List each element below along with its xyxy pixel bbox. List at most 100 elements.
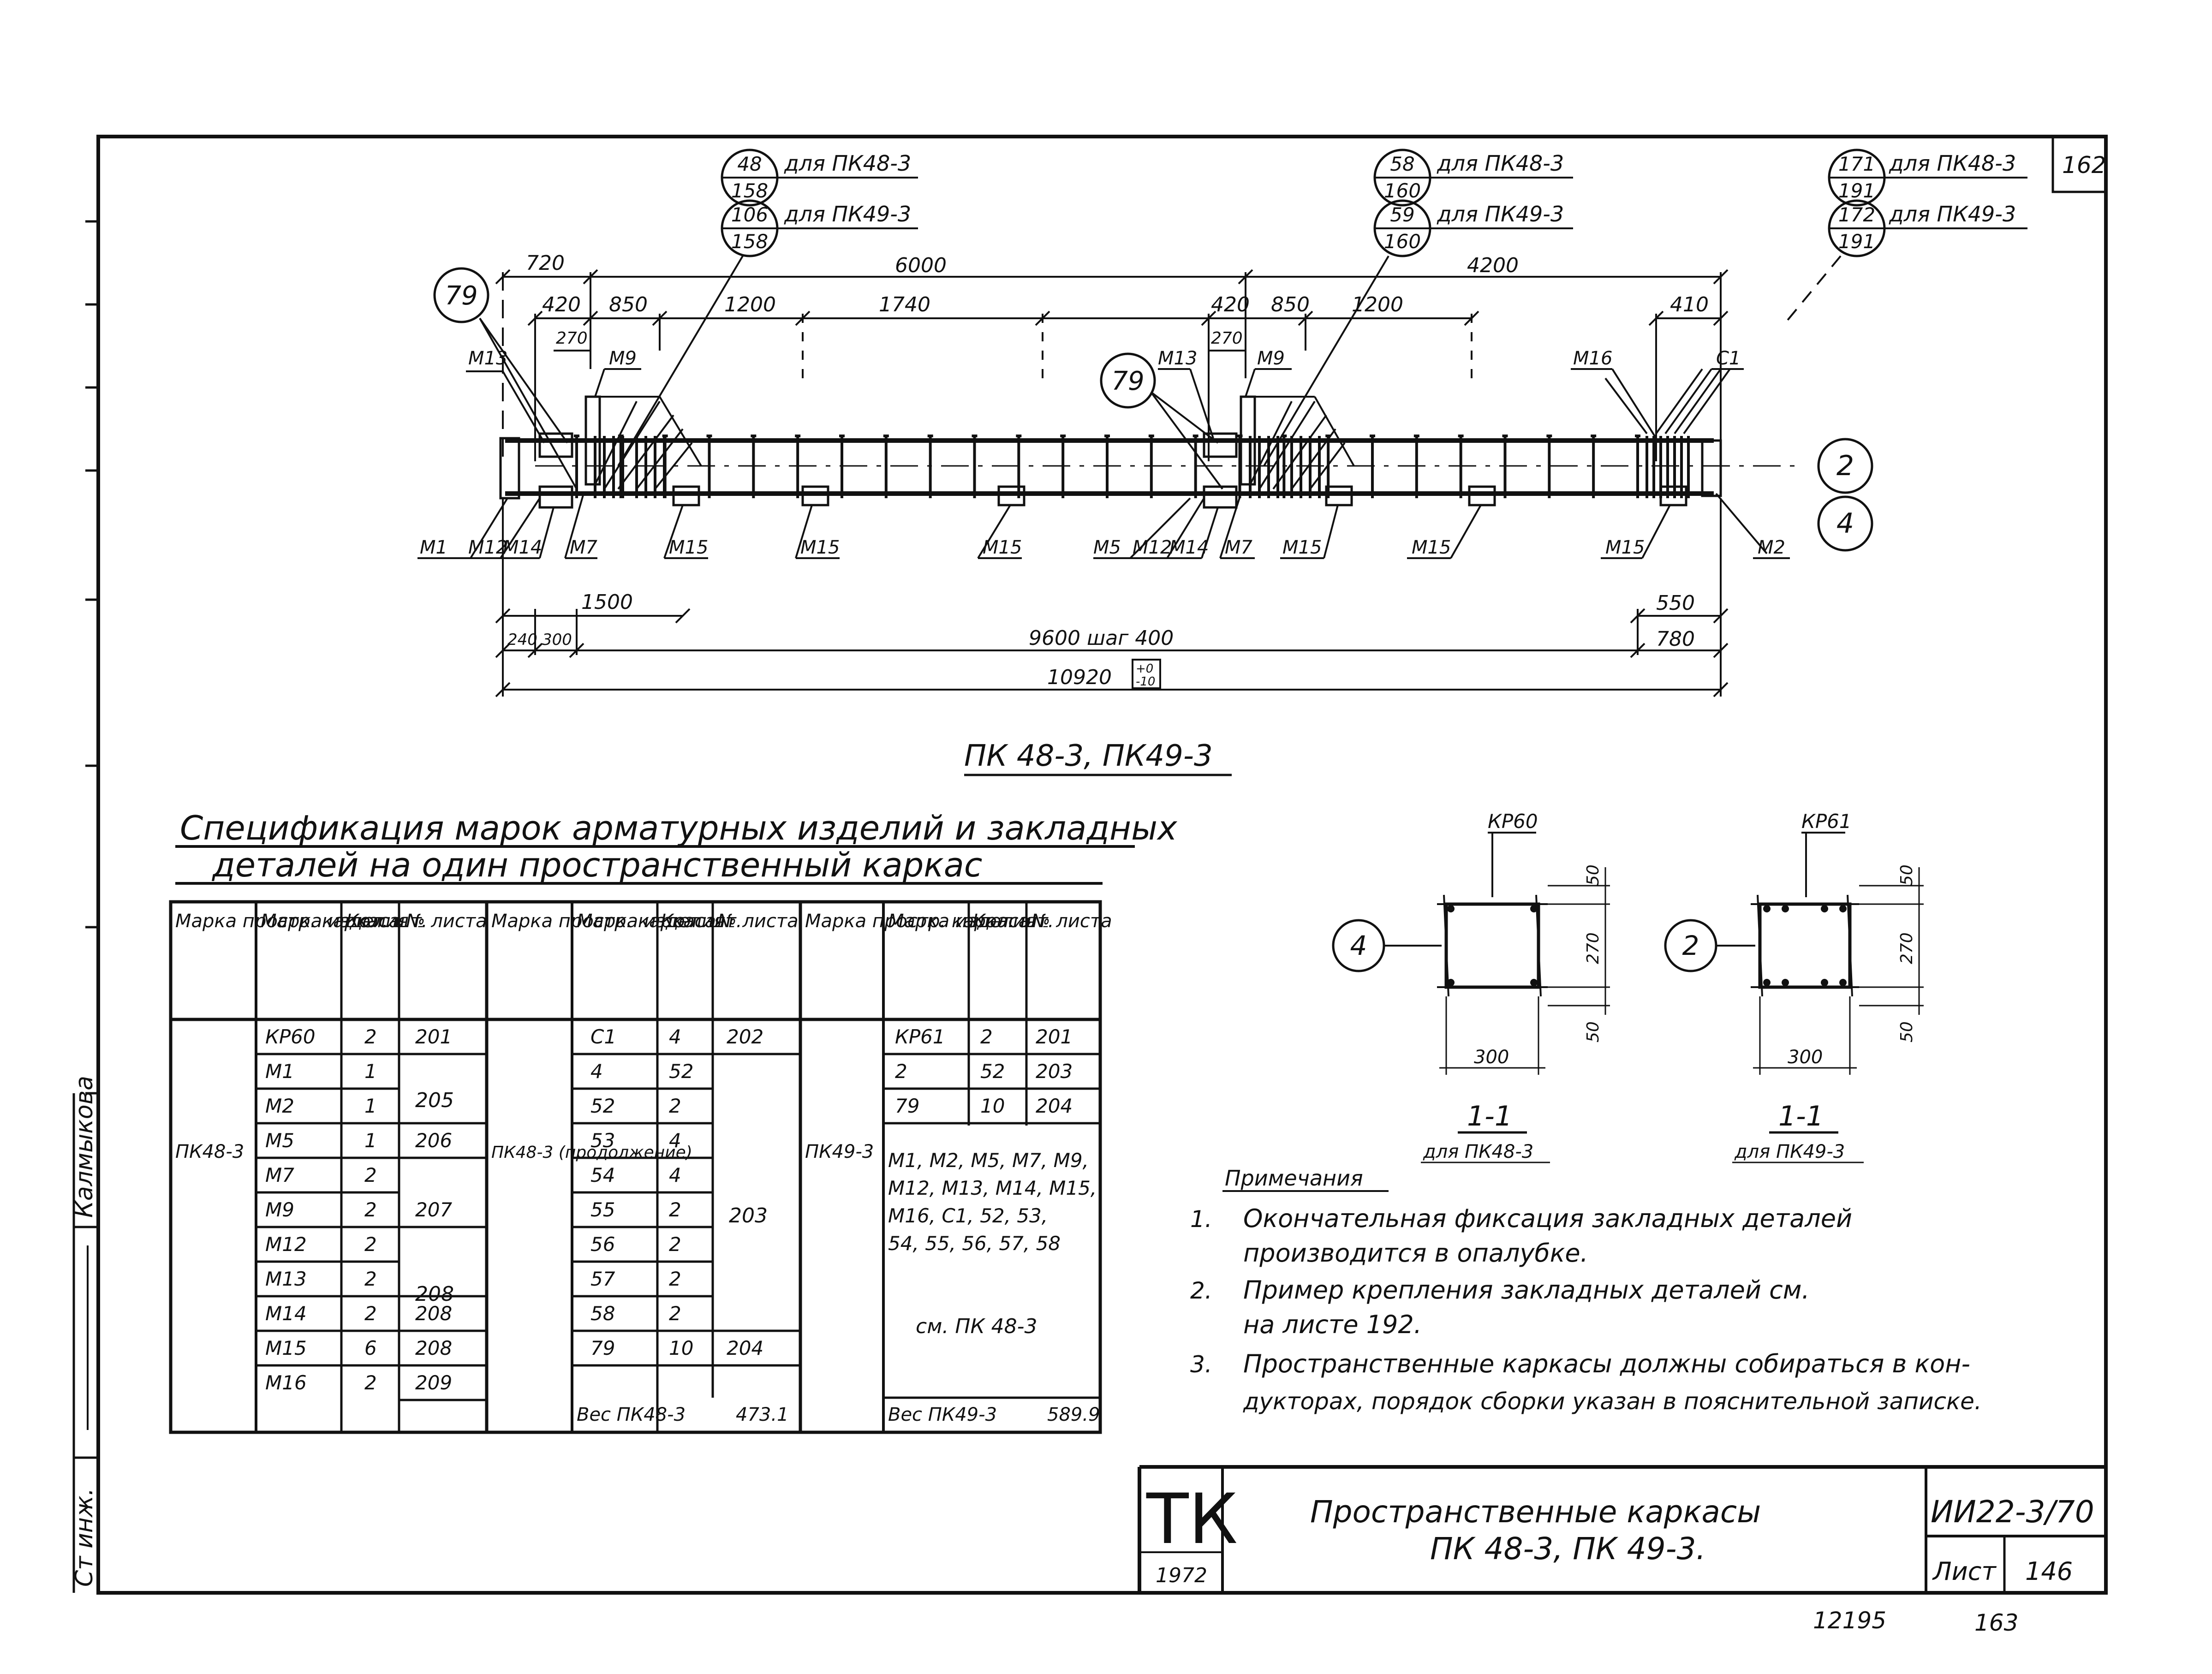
- label-c1: С1: [1716, 348, 1741, 369]
- header-item-1: Марка изделия: [261, 911, 409, 932]
- svg-text:3.: 3.: [1190, 1351, 1212, 1378]
- g1-qty: 2: [364, 1164, 377, 1186]
- g2-item: 54: [590, 1164, 615, 1186]
- g3-sheet: 203: [1036, 1060, 1073, 1083]
- title-sheet-label: Лист: [1932, 1557, 1997, 1586]
- g2-sheet: 202: [727, 1025, 763, 1048]
- spec-row-lines: [256, 1053, 1100, 1401]
- label-m12-left: М12: [468, 537, 507, 558]
- g1-qty: 2: [364, 1302, 377, 1325]
- title-logo: ТК: [1146, 1479, 1238, 1560]
- svg-text:на листе 192.: на листе 192.: [1243, 1310, 1422, 1339]
- top-dimensions: [502, 272, 1722, 461]
- label-m9-mid: М9: [1257, 348, 1285, 369]
- title-sheet-number: 146: [2025, 1557, 2073, 1586]
- spec-title-line2: деталей на один пространственный каркас: [211, 846, 983, 884]
- g1-item: М16: [265, 1371, 307, 1394]
- dim-1200-b: 1200: [1352, 293, 1403, 316]
- g3-list-2: М12, М13, М14, М15,: [888, 1177, 1097, 1199]
- g1-item: М5: [265, 1129, 294, 1152]
- frame-mark-pk48-cont: ПК48-3 (продолжение): [491, 1143, 692, 1162]
- svg-text:79: 79: [1111, 366, 1144, 396]
- svg-text:дукторах, порядок сборки указа: дукторах, порядок сборки указан в поясни…: [1243, 1388, 1982, 1415]
- section-kr60-label: КР60: [1488, 810, 1538, 833]
- footer-left-number: 12195: [1813, 1607, 1886, 1634]
- frame-mark-pk49: ПК49-3: [805, 1141, 874, 1162]
- svg-text:для ПК49-3: для ПК49-3: [1437, 202, 1564, 226]
- lower-label-leaders: [417, 493, 1790, 559]
- bottom-dimensions: [502, 498, 1722, 697]
- svg-text:2.: 2.: [1190, 1277, 1212, 1304]
- g2-qty: 4: [669, 1164, 681, 1186]
- marker-79-left: 79: [433, 267, 578, 489]
- svg-text:59: 59: [1390, 203, 1414, 226]
- header-qty-3: Кол. шт.: [972, 911, 1054, 932]
- callouts-right: 171 191 для ПК48-3 172 191 для ПК49-3: [1784, 149, 2027, 324]
- upper-labels: [466, 368, 1744, 444]
- g2-item: С1: [590, 1025, 616, 1048]
- g1-qty: 2: [364, 1268, 377, 1290]
- svg-text:300: 300: [1788, 1047, 1823, 1068]
- header-sheet-1: № листа: [405, 911, 487, 932]
- g3-item: КР61: [895, 1025, 945, 1048]
- g1-sheet-208: 208: [415, 1282, 454, 1306]
- g2-sheet-203: 203: [729, 1204, 768, 1227]
- svg-text:50: 50: [1897, 864, 1916, 886]
- g2-qty: 10: [669, 1337, 693, 1359]
- dim-9600: 9600 шаг 400: [1029, 626, 1174, 650]
- svg-text:для ПК49-3: для ПК49-3: [784, 202, 911, 226]
- g2-item: 52: [590, 1095, 615, 1117]
- dim-240: 240: [507, 631, 537, 649]
- label-m15-1: М15: [669, 537, 708, 558]
- svg-text:50: 50: [1584, 864, 1603, 886]
- header-item-2: Марка изделия: [577, 911, 725, 932]
- g1-item: М13: [265, 1268, 307, 1290]
- g1-item: М2: [265, 1095, 294, 1117]
- g2-qty: 52: [669, 1060, 693, 1083]
- g1-sheet-205: 205: [415, 1089, 454, 1112]
- g1-sheet: 208: [415, 1337, 452, 1359]
- section-kr61-label: КР61: [1801, 810, 1852, 833]
- tolerance-top: +0: [1136, 662, 1153, 676]
- g2-qty: 2: [669, 1302, 681, 1325]
- g1-item: М1: [265, 1060, 294, 1083]
- title-line2: ПК 48-3, ПК 49-3.: [1430, 1531, 1705, 1567]
- dim-410: 410: [1670, 293, 1709, 316]
- g3-qty: 2: [980, 1025, 993, 1048]
- frame-ticks: [72, 220, 98, 1593]
- g2-item: 56: [590, 1233, 615, 1256]
- svg-text:для ПК48-3: для ПК48-3: [1437, 151, 1564, 176]
- g3-qty: 52: [980, 1060, 1005, 1083]
- svg-text:1.: 1.: [1190, 1206, 1212, 1233]
- sheet-corner-number: 162: [2062, 152, 2106, 179]
- g1-item: М7: [265, 1164, 294, 1186]
- section-kr60: КР60 50 270 50 300 4 1-1 для ПК48-3: [1332, 810, 1610, 1163]
- g2-qty: 4: [669, 1129, 681, 1152]
- label-m1: М1: [420, 537, 447, 558]
- svg-text:Окончательная фиксация закладн: Окончательная фиксация закладных деталей: [1243, 1204, 1852, 1233]
- label-m13-mid: М13: [1158, 348, 1197, 369]
- svg-text:106: 106: [731, 203, 768, 226]
- label-m7-left: М7: [570, 537, 598, 558]
- label-m15-5: М15: [1412, 537, 1451, 558]
- label-m12-mid: М12: [1133, 537, 1172, 558]
- svg-text:Пример крепления закладных дет: Пример крепления закладных деталей см.: [1243, 1275, 1810, 1305]
- g2-qty: 4: [669, 1025, 681, 1048]
- label-m9-left: М9: [609, 348, 637, 369]
- drawing-title: ПК 48-3, ПК49-3: [964, 739, 1213, 773]
- g1-item: М9: [265, 1198, 294, 1221]
- g1-item: М12: [265, 1233, 307, 1256]
- spec-title-line1: Спецификация марок арматурных изделий и …: [180, 809, 1178, 847]
- section-mark-4: 4: [1817, 495, 1873, 552]
- g3-list-1: М1, М2, М5, М7, М9,: [888, 1149, 1089, 1172]
- g2-sheet: 204: [727, 1337, 763, 1359]
- svg-text:191: 191: [1838, 230, 1875, 253]
- g1-sheet: 207: [415, 1198, 452, 1221]
- g1-qty: 2: [364, 1025, 377, 1048]
- svg-text:для ПК48-3: для ПК48-3: [784, 151, 911, 176]
- svg-text:50: 50: [1584, 1021, 1603, 1043]
- g3-item: 2: [895, 1060, 907, 1083]
- section-kr60-title: 1-1: [1467, 1100, 1512, 1132]
